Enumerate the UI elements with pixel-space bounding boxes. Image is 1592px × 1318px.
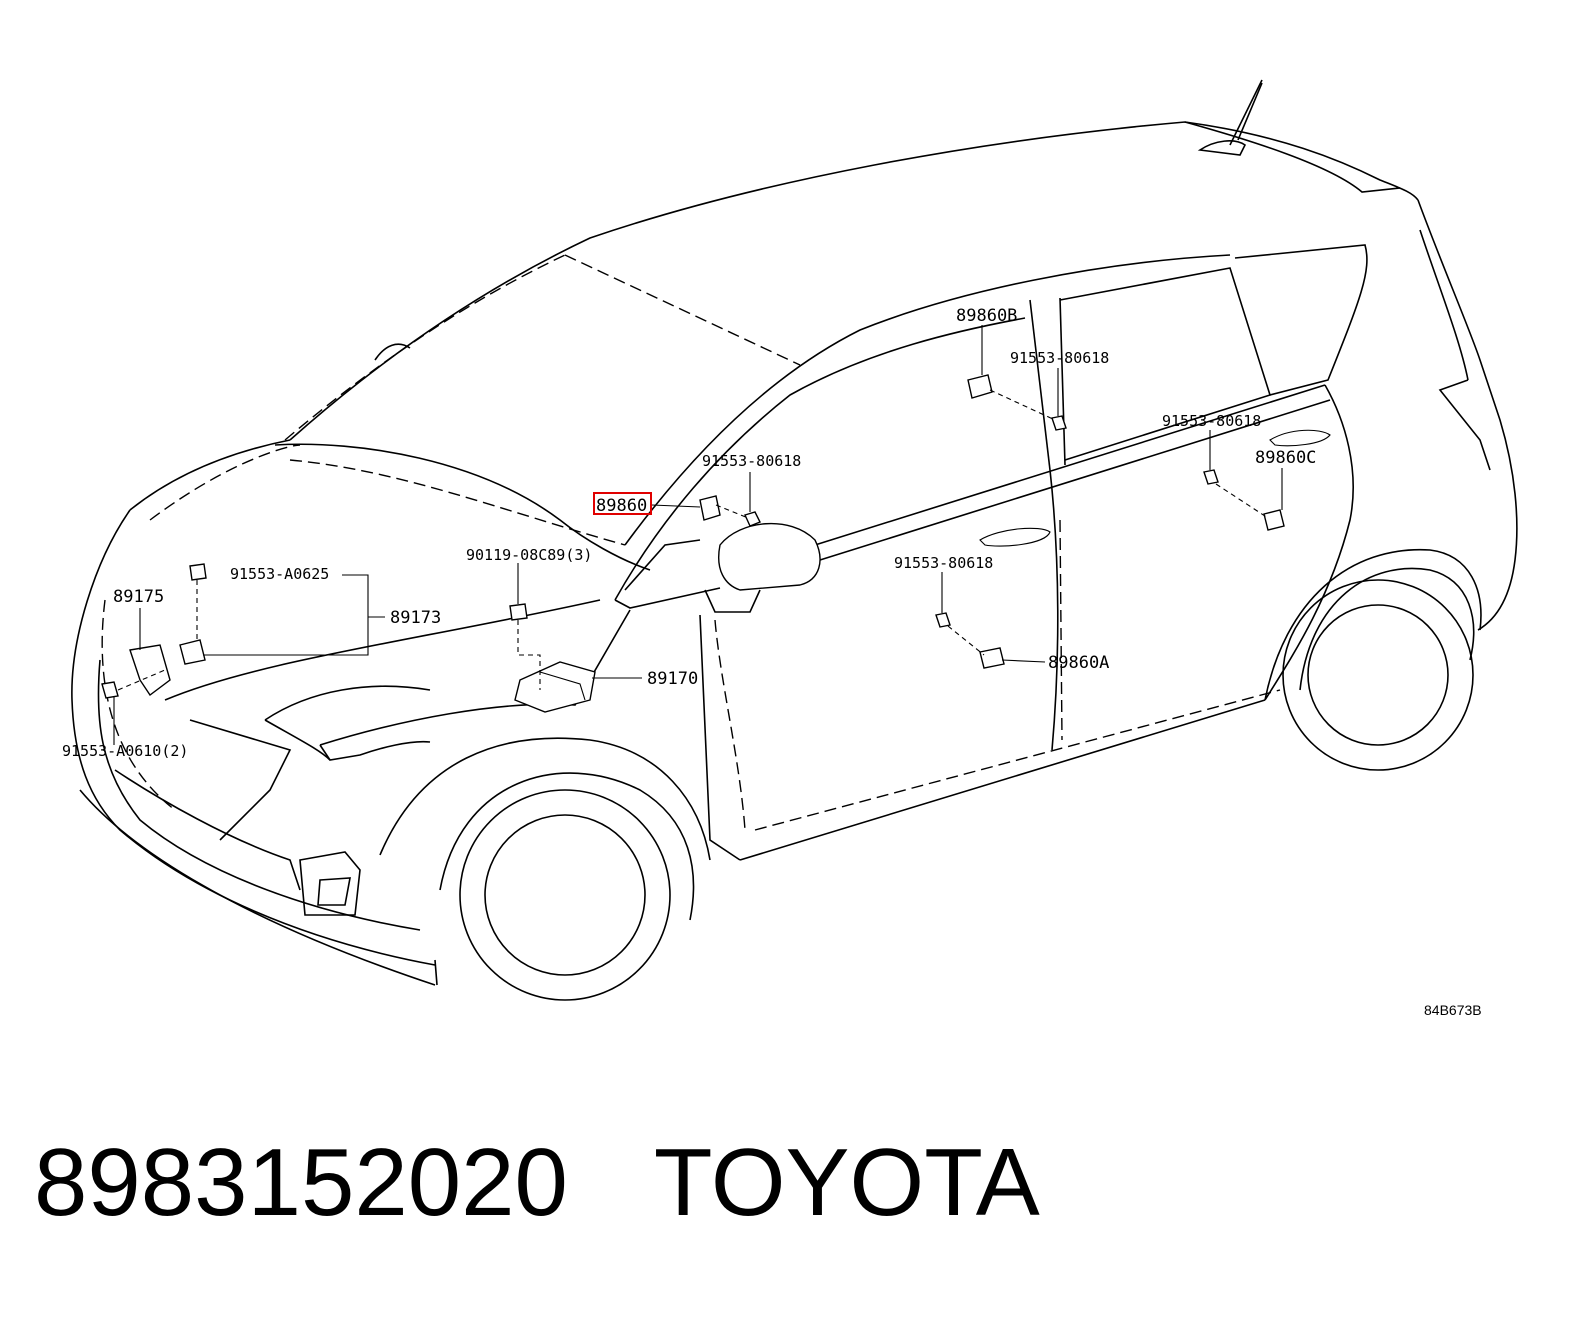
label-91553-80618-c: 91553-80618 [1162,412,1261,430]
bolt-91553-80618-c-shape [1203,469,1219,485]
leader-lines [113,325,1283,745]
sensor-89860B-shape [967,374,993,399]
module-89170-shape [514,661,596,713]
label-89860A: 89860A [1048,653,1109,673]
label-91553-80618-d: 91553-80618 [894,554,993,572]
part-number: 8983152020 [34,1129,568,1236]
figure-id: 84B673B [1424,1002,1482,1018]
label-89170: 89170 [647,669,698,689]
car-body-outline [71,79,1518,1001]
bolt-90119-shape [509,603,528,621]
bracket-89173-shape [179,639,206,665]
label-89860B: 89860B [956,306,1017,326]
sensor-89175-shape [129,644,171,697]
bolt-91553-A0610-shape [101,681,119,699]
brand-name: TOYOTA [653,1129,1040,1236]
label-91553-80618-a: 91553-80618 [702,452,801,470]
bolt-91553-80618-a-shape [744,511,761,527]
sensor-89860-shape [699,495,721,521]
bolt-91553-80618-b-shape [1051,415,1067,431]
label-91553-A0610: 91553-A0610(2) [62,742,188,760]
sensor-89860A-shape [979,647,1005,669]
label-89860: 89860 [596,496,647,516]
label-89860C: 89860C [1255,448,1316,468]
sensor-89860C-shape [1263,509,1285,531]
label-91553-A0625: 91553-A0625 [230,565,329,583]
label-89175: 89175 [113,587,164,607]
callout-labels: 89860 91553-80618 89860B 91553-80618 915… [62,306,1482,1018]
bolt-91553-80618-d-shape [935,612,951,628]
label-90119-08C89: 90119-08C89(3) [466,546,592,564]
highlight-box [593,492,652,515]
label-91553-80618-b: 91553-80618 [1010,349,1109,367]
label-89173: 89173 [390,608,441,628]
bolt-91553-A0625-shape [189,563,207,581]
sensor-parts [101,374,1285,713]
